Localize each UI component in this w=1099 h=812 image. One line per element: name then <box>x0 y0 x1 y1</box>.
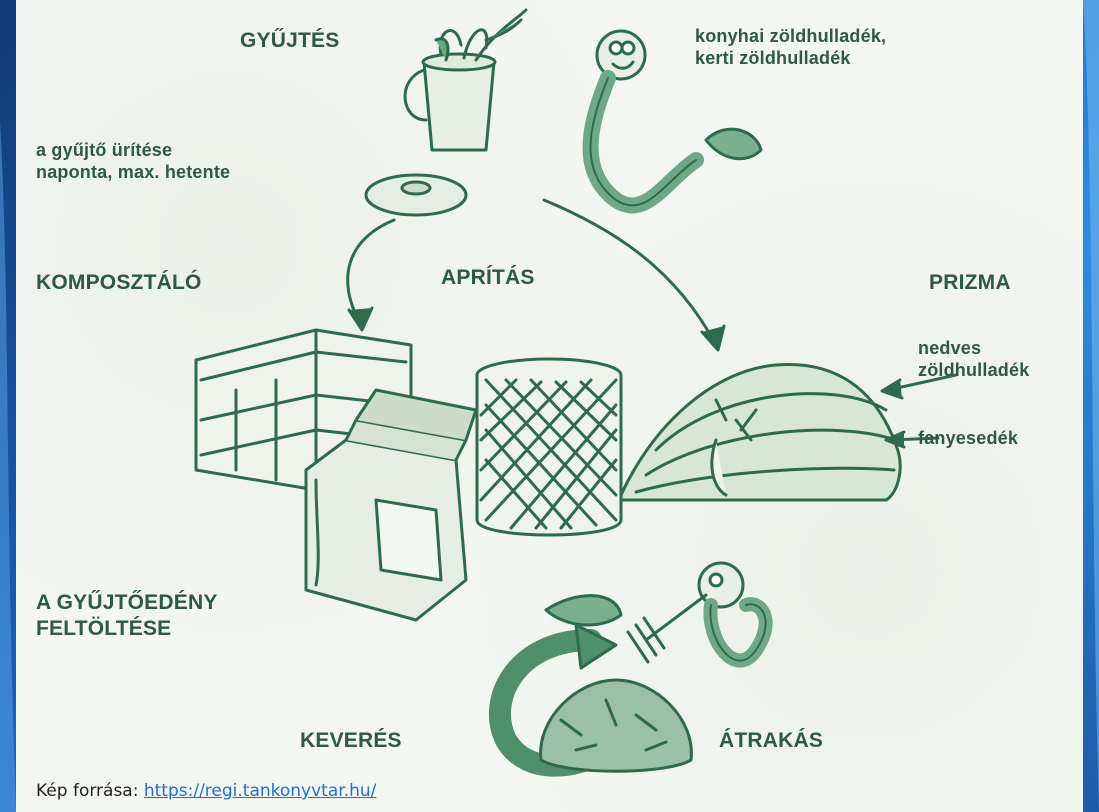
leaf-icon <box>546 596 621 625</box>
lid-icon <box>366 175 466 215</box>
source-link[interactable]: https://regi.tankonyvtar.hu/ <box>144 781 377 801</box>
label-apritas: APRÍTÁS <box>441 265 535 291</box>
label-atrakas: ÁTRAKÁS <box>719 728 823 754</box>
mesh-cylinder-icon <box>477 359 621 535</box>
label-nedves-zoldhulladek: nedves zöldhulladék <box>918 338 1029 382</box>
label-gyujtes: GYŰJTÉS <box>240 28 339 54</box>
label-gyujto-uritese: a gyűjtő ürítése naponta, max. hetente <box>36 140 230 184</box>
label-konyhai-zoldhulladek: konyhai zöldhulladék, kerti zöldhulladék <box>695 26 886 70</box>
label-fanyesedek: fanyesedék <box>918 428 1018 450</box>
prism-heap-icon <box>621 364 900 500</box>
compost-pile-icon <box>541 680 692 771</box>
source-prefix: Kép forrása: <box>36 781 138 801</box>
label-komposztalo: KOMPOSZTÁLÓ <box>36 270 202 296</box>
bucket-icon <box>405 10 526 150</box>
image-source: Kép forrása: https://regi.tankonyvtar.hu… <box>36 781 376 801</box>
arrow-right <box>544 200 716 345</box>
diagram-panel: GYŰJTÉS konyhai zöldhulladék, kerti zöld… <box>16 0 1083 812</box>
label-prizma: PRIZMA <box>929 270 1011 296</box>
composting-illustration <box>16 0 1083 812</box>
label-keveres: KEVERÉS <box>300 728 402 754</box>
label-gyujtoedeny-feltoltese: A GYŰJTŐEDÉNY FELTÖLTÉSE <box>36 590 218 641</box>
fork-worm-icon <box>628 563 766 662</box>
